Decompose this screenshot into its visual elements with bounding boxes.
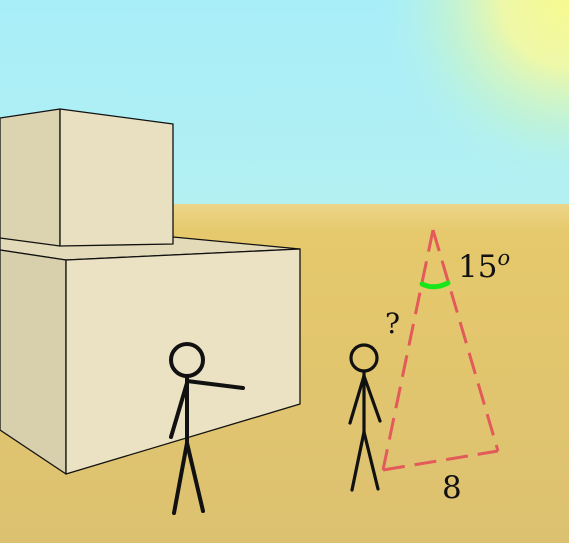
known-side-label: 8	[442, 470, 462, 506]
dashed-triangle	[381, 229, 500, 472]
pointer-right-arm	[185, 379, 245, 390]
triangle-side-unknown	[381, 229, 435, 471]
angle-degree-mark: o	[497, 246, 510, 270]
stander-right-arm	[362, 374, 382, 423]
stander-left-leg	[350, 430, 366, 492]
sun-icon	[379, 0, 569, 190]
pointer-left-arm	[169, 381, 189, 439]
angle-arc	[419, 280, 451, 290]
stander-right-leg	[362, 430, 380, 491]
stander-left-arm	[348, 374, 366, 425]
angle-value: 15	[458, 249, 497, 285]
pointer-left-leg	[172, 441, 189, 515]
pointer-right-leg	[185, 441, 205, 513]
triangle-base	[382, 449, 499, 472]
building-icon	[0, 108, 301, 475]
building-lower-front	[65, 248, 301, 475]
angle-label: 15o	[458, 246, 510, 285]
building-upper-front	[59, 108, 174, 247]
stick-figure-pointing-icon	[169, 342, 245, 515]
building-upper-side	[0, 108, 61, 247]
stick-figure-standing-icon	[348, 343, 382, 492]
unknown-side-label: ?	[385, 307, 400, 340]
triangle-side-right	[431, 229, 500, 452]
